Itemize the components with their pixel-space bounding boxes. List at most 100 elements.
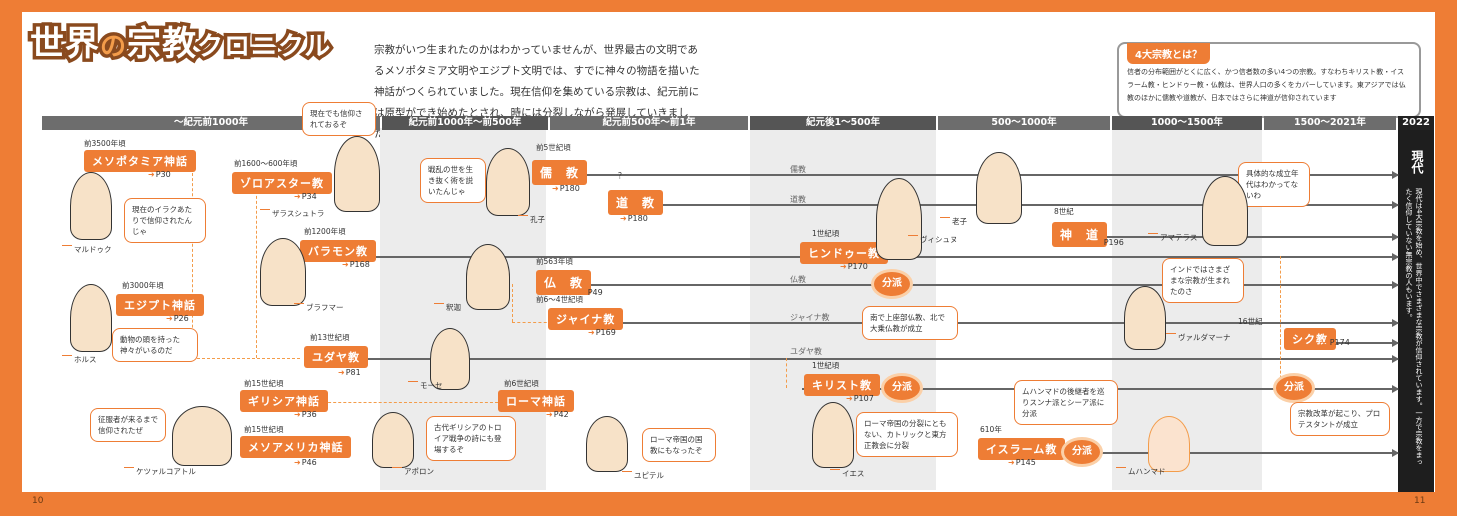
speech-bubble: ローマ帝国の分裂にともない、カトリックと東方正教会に分裂 (856, 412, 958, 457)
figure-name: イエス (830, 468, 864, 479)
figure-jupiter (586, 416, 628, 472)
four-religions-infobox: 4大宗教とは？ 信者の分布範囲がとくに広く、かつ信者数の多い4つの宗教。すなわち… (1117, 42, 1421, 118)
religion-date: 前1200年頃 (304, 227, 346, 236)
page-ref: P30 (148, 170, 171, 179)
figure-amaterasu (1202, 176, 1248, 246)
speech-bubble: 南で上座部仏教、北で大乗仏教が成立 (862, 306, 958, 340)
figure-name: 老子 (940, 216, 967, 227)
figure-name: 孔子 (518, 214, 545, 225)
religion-date: 前5世紀頃 (536, 143, 571, 152)
figure-jesus (812, 402, 854, 468)
title-part-4: クロニクル (194, 29, 334, 66)
shinto-line (1102, 233, 1399, 240)
infobox-text: 信者の分布範囲がとくに広く、かつ信者数の多い4つの宗教。すなわちキリスト教・イス… (1127, 68, 1406, 102)
page-ref: P180 (620, 214, 648, 223)
line-label: 仏教 (790, 275, 806, 284)
figure-marduk (70, 172, 112, 240)
page-ref: P196 (1096, 238, 1124, 247)
speech-bubble: 古代ギリシアのトロイア戦争の詩にも登場するぞ (426, 416, 516, 461)
religion-date: 1世紀頃 (812, 229, 840, 238)
page-ref: P34 (294, 192, 317, 201)
speech-bubble: 征服者が来るまで信仰されたぜ (90, 408, 166, 442)
page-ref: P46 (294, 458, 317, 467)
speech-bubble: 戦乱の世を生き抜く術を説いたんじゃ (420, 158, 486, 203)
page-ref: P169 (588, 328, 616, 337)
religion-date: 8世紀 (1054, 207, 1074, 216)
religion-date: 前3500年頃 (84, 139, 126, 148)
religion-mesoamerica: メソアメリカ神話 (240, 436, 352, 458)
speech-bubble: 現在でも信仰されておるぞ (302, 102, 376, 136)
figure-shaka (466, 244, 510, 310)
connector (512, 284, 513, 322)
figure-laozi (976, 152, 1022, 224)
religion-mesopotamia: メソポタミア神話 (84, 150, 196, 172)
religion-date: 610年 (980, 425, 1002, 434)
title-part-1: 世界 (27, 21, 103, 68)
infobox-title: 4大宗教とは？ (1127, 43, 1210, 64)
period-header: 紀元前1000年～前500年 (382, 116, 548, 130)
figure-quetzalcoatl (172, 406, 232, 466)
page-ref: P170 (840, 262, 868, 271)
page-ref: P49 (580, 288, 603, 297)
line-label: ユダヤ教 (790, 347, 822, 356)
religion-judaism: ユダヤ教 (304, 346, 368, 368)
speech-bubble: ローマ帝国の国教にもなったぞ (642, 428, 716, 462)
page-ref: P145 (1008, 458, 1036, 467)
connector (318, 402, 498, 403)
period-header: 紀元前500年～前1年 (550, 116, 748, 130)
period-header: 1000～1500年 (1112, 116, 1262, 130)
line-label: 儒教 (790, 165, 806, 174)
page-title: 世界の宗教クロニクル (27, 16, 334, 68)
speech-bubble: 宗教改革が起こり、プロテスタントが成立 (1290, 402, 1390, 436)
figure-brahma (260, 238, 306, 306)
figure-name: ケツァルコアトル (124, 466, 196, 477)
religion-jainism: ジャイナ教 (548, 308, 624, 330)
religion-date: 前13世紀頃 (310, 333, 350, 342)
speech-bubble: 具体的な成立年代はわかってないわ (1238, 162, 1310, 207)
title-part-2: の (96, 29, 129, 66)
period-header: 500～1000年 (938, 116, 1110, 130)
speech-bubble: 動物の頭を持った神々がいるのだ (112, 328, 198, 362)
page-ref: P107 (846, 394, 874, 403)
islam-line (1042, 449, 1399, 456)
present-text: 現代は4大宗教を始め、世界中でさまざまな宗教が信仰されています。一方で宗教をまっ… (1405, 188, 1423, 466)
religion-date: 前6～4世紀頃 (536, 295, 584, 304)
period-header: ～紀元前1000年 (42, 116, 380, 130)
religion-date: 前15世紀頃 (244, 425, 284, 434)
figure-name: アポロン (392, 466, 434, 477)
figure-vardhamana (1124, 286, 1166, 350)
religion-date: 前6世紀頃 (504, 379, 539, 388)
figure-muhammad (1148, 416, 1190, 472)
religion-date: 前1600～600年頃 (234, 159, 298, 168)
connector (786, 358, 787, 388)
figure-name: ヴァルダマーナ (1166, 332, 1231, 343)
page-ref: P81 (338, 368, 361, 377)
jainism-line (592, 319, 1399, 326)
page-ref: P180 (552, 184, 580, 193)
page-ref: P168 (342, 260, 370, 269)
line-label: ジャイナ教 (790, 313, 830, 322)
figure-vishnu (876, 178, 922, 260)
present-year: 2022 (1398, 116, 1434, 130)
connector (256, 176, 257, 358)
period-header: 1500～2021年 (1264, 116, 1396, 130)
connector (192, 168, 193, 358)
connector (512, 322, 552, 323)
figure-name: モーセ (408, 380, 443, 391)
branch-badge: 分派 (884, 376, 920, 400)
page-number-left: 10 (32, 496, 44, 506)
present-day-column: 2022 現代 現代は4大宗教を始め、世界中でさまざまな宗教が信仰されています。… (1398, 116, 1434, 492)
figure-name: ザラスシュトラ (260, 208, 324, 219)
religion-islam: イスラーム教 (978, 438, 1066, 460)
figure-confucius (486, 148, 530, 216)
figure-name: ヴィシュヌ (908, 234, 958, 245)
figure-name: ブラフマー (294, 302, 344, 313)
branch-badge: 分派 (874, 272, 910, 296)
period-header: 紀元後1～500年 (750, 116, 936, 130)
branch-badge: 分派 (1276, 376, 1312, 400)
page-ref: P42 (546, 410, 569, 419)
connector (1280, 256, 1281, 342)
connector (192, 358, 300, 359)
buddhism-line (552, 281, 1399, 288)
speech-bubble: 現在のイラクあたりで信仰されたんじゃ (124, 198, 206, 243)
